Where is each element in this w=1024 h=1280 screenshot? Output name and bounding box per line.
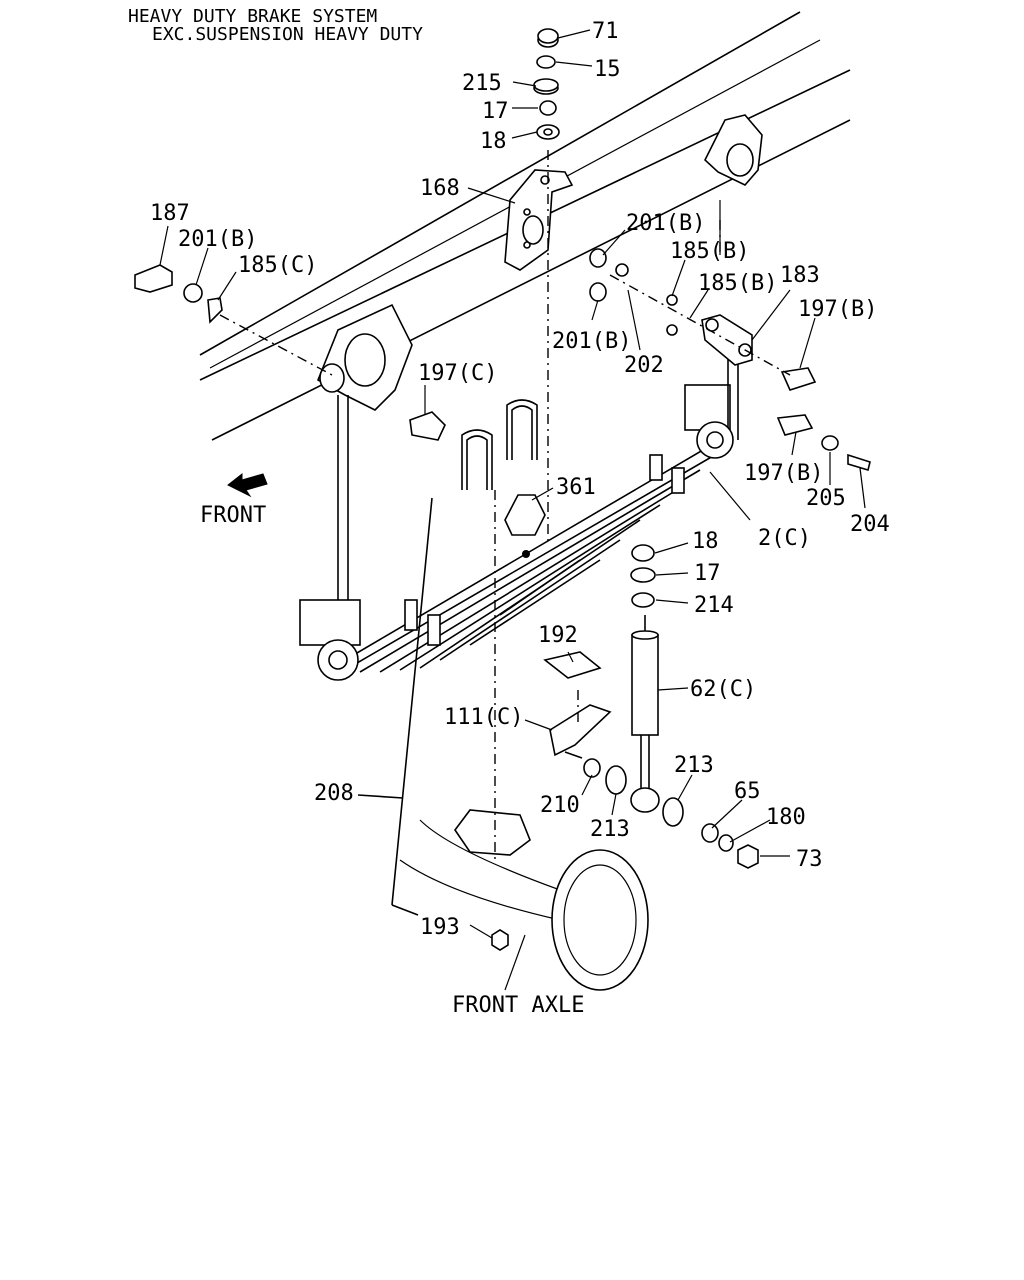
callout-73: 73 (796, 847, 823, 872)
callout-213-top: 213 (674, 753, 714, 778)
leaf-spring (299, 421, 734, 681)
callout-185b-top: 185(B) (670, 239, 749, 264)
callout-187: 187 (150, 201, 190, 226)
front-direction-label: FRONT (200, 503, 266, 528)
callout-215: 215 (462, 71, 502, 96)
callout-183: 183 (780, 263, 820, 288)
callout-202: 202 (624, 353, 664, 378)
header-line-2: EXC.SUSPENSION HEAVY DUTY (152, 24, 423, 45)
header-line-1: HEAVY DUTY BRAKE SYSTEM (128, 6, 377, 27)
front-arrow-icon (227, 472, 268, 498)
callout-18-top: 18 (480, 129, 507, 154)
u-bolts (461, 399, 538, 490)
callout-71: 71 (592, 19, 619, 44)
shock-absorber (630, 615, 660, 813)
center-lines (219, 150, 791, 860)
callout-201b-right-low: 201(B) (552, 329, 631, 354)
callout-214: 214 (694, 593, 734, 618)
callout-192: 192 (538, 623, 578, 648)
top-hardware-stack (533, 28, 560, 140)
callout-210: 210 (540, 793, 580, 818)
callout-17-top: 17 (482, 99, 509, 124)
callout-361: 361 (556, 475, 596, 500)
callout-168: 168 (420, 176, 460, 201)
bolt-bracket-208 (357, 497, 433, 916)
callout-185c: 185(C) (238, 253, 317, 278)
callout-62c: 62(C) (690, 677, 756, 702)
spring-shackle (684, 314, 753, 440)
front-spring-hanger (316, 303, 413, 630)
callout-213-low: 213 (590, 817, 630, 842)
front-axle-label: FRONT AXLE (452, 993, 584, 1018)
callout-201b-right-top: 201(B) (626, 211, 705, 236)
callout-197b-low: 197(B) (744, 461, 823, 486)
leader-lines (159, 29, 866, 991)
callout-17-mid: 17 (694, 561, 721, 586)
callout-15: 15 (594, 57, 621, 82)
right-fittings (589, 248, 871, 472)
callout-201b-left: 201(B) (178, 227, 257, 252)
callout-2c: 2(C) (758, 526, 811, 551)
callout-185b-mid: 185(B) (698, 271, 777, 296)
upper-shock-bracket (504, 169, 574, 271)
callout-208: 208 (314, 781, 354, 806)
callout-180: 180 (766, 805, 806, 830)
lower-shock-bracket (543, 651, 612, 759)
callout-204: 204 (850, 512, 890, 537)
callout-65: 65 (734, 779, 761, 804)
spring-spacer (504, 494, 546, 536)
shock-hardware (583, 544, 759, 869)
callout-197c: 197(C) (418, 361, 497, 386)
rear-spring-hanger (704, 114, 763, 255)
callout-197b-top: 197(B) (798, 297, 877, 322)
callout-111c: 111(C) (444, 705, 523, 730)
front-axle (399, 809, 649, 991)
callout-193: 193 (420, 915, 460, 940)
callout-18-mid: 18 (692, 529, 719, 554)
callout-205: 205 (806, 486, 846, 511)
